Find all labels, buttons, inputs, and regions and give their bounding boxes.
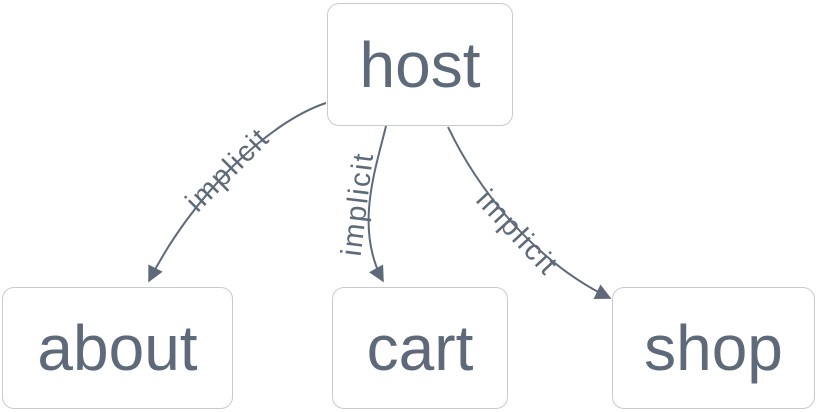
node-shop-label: shop [644, 312, 783, 384]
edge-label-host-cart: implicit [336, 150, 381, 258]
node-about: about [2, 287, 233, 409]
node-cart-label: cart [366, 312, 474, 384]
node-about-label: about [37, 312, 198, 384]
node-shop: shop [612, 287, 815, 409]
edge-host-cart [367, 125, 387, 283]
edge-host-shop [447, 126, 612, 299]
edge-label-host-shop: implicit [470, 184, 565, 282]
edge-host-about [148, 102, 327, 283]
node-cart: cart [332, 287, 508, 409]
node-host: host [327, 3, 513, 126]
node-host-label: host [359, 28, 481, 101]
edge-label-host-about: implicit [180, 122, 277, 219]
